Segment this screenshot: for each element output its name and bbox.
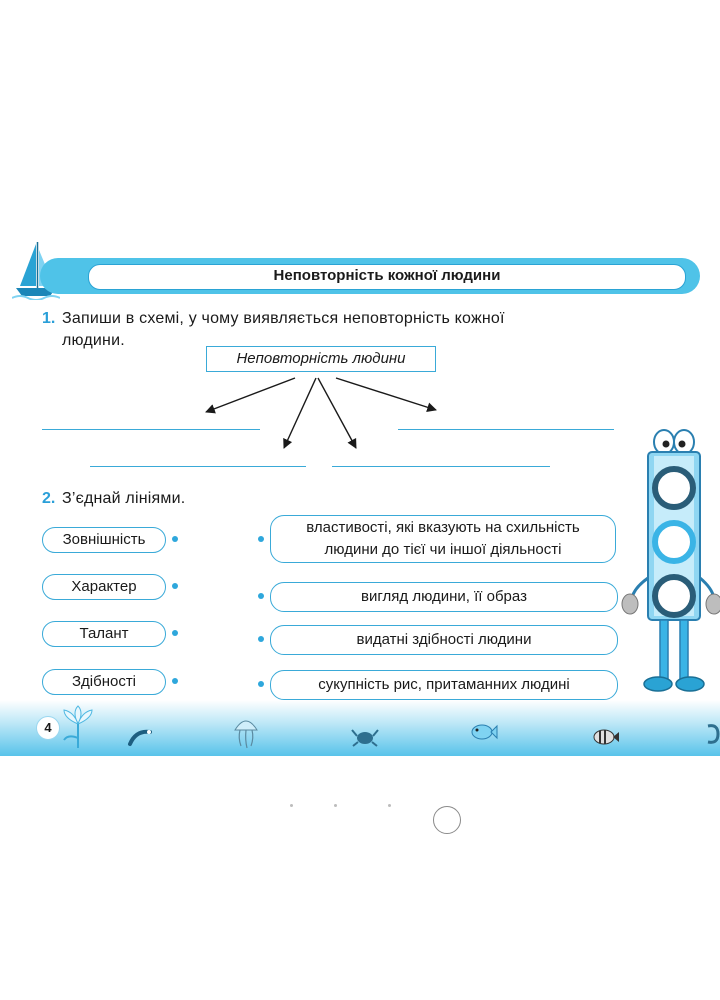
answer-line-1[interactable] <box>42 429 260 430</box>
term-dot-3[interactable] <box>172 630 178 636</box>
scheme-box: Неповторність людини <box>206 346 436 372</box>
definition-dot-3[interactable] <box>258 636 264 642</box>
definition-inclination[interactable]: властивості, які вказують на схильність … <box>270 515 616 563</box>
task-1-number: 1. <box>42 310 56 327</box>
page-number: 4 <box>36 716 60 740</box>
fish-icon-striped <box>593 729 619 745</box>
footer-water-band <box>0 700 720 756</box>
traffic-light-character <box>621 429 720 692</box>
home-button-icon[interactable] <box>433 806 461 834</box>
definition-talent[interactable]: видатні здібності людини <box>270 625 618 655</box>
fish-icon <box>471 724 498 740</box>
flower-icon <box>63 705 93 748</box>
definition-appearance[interactable]: вигляд людини, її образ <box>270 582 618 612</box>
term-abilities[interactable]: Здібності <box>42 669 166 695</box>
crab-icon <box>351 729 379 747</box>
arrow-right <box>335 377 437 412</box>
term-dot-1[interactable] <box>172 536 178 542</box>
task-2-instruction: З’єднай лініями. <box>62 490 186 507</box>
definition-inclination-line-2: людини до тієї чи іншої діяльності <box>324 541 562 558</box>
definition-character[interactable]: сукупність рис, притаманних людині <box>270 670 618 700</box>
nav-dot-2 <box>334 804 337 807</box>
definition-dot-1[interactable] <box>258 536 264 542</box>
task-1-text-line-1: Запиши в схемі, у чому виявляється непов… <box>62 310 505 327</box>
nav-dot-1 <box>290 804 293 807</box>
definition-inclination-line-1: властивості, які вказують на схильність <box>306 519 580 536</box>
term-talent[interactable]: Талант <box>42 621 166 647</box>
answer-line-3[interactable] <box>90 466 306 467</box>
title-banner: Неповторність кожної людини <box>40 258 700 294</box>
task-1-text-line-2: людини. <box>62 332 125 349</box>
page-title: Неповторність кожної людини <box>273 267 501 284</box>
term-dot-4[interactable] <box>172 678 178 684</box>
arrow-center-left <box>283 377 317 449</box>
arrow-center-right <box>317 377 357 449</box>
seashell-icon <box>707 724 720 744</box>
definition-dot-2[interactable] <box>258 593 264 599</box>
term-dot-2[interactable] <box>172 583 178 589</box>
term-appearance[interactable]: Зовнішність <box>42 527 166 553</box>
answer-line-4[interactable] <box>332 466 550 467</box>
jellyfish-icon <box>234 720 258 749</box>
answer-line-2[interactable] <box>398 429 614 430</box>
shrimp-icon <box>128 729 152 746</box>
banner-inner-frame <box>88 264 686 290</box>
nav-dot-3 <box>388 804 391 807</box>
arrow-left <box>205 377 296 414</box>
task-2-number: 2. <box>42 490 56 507</box>
definition-dot-4[interactable] <box>258 681 264 687</box>
term-character[interactable]: Характер <box>42 574 166 600</box>
